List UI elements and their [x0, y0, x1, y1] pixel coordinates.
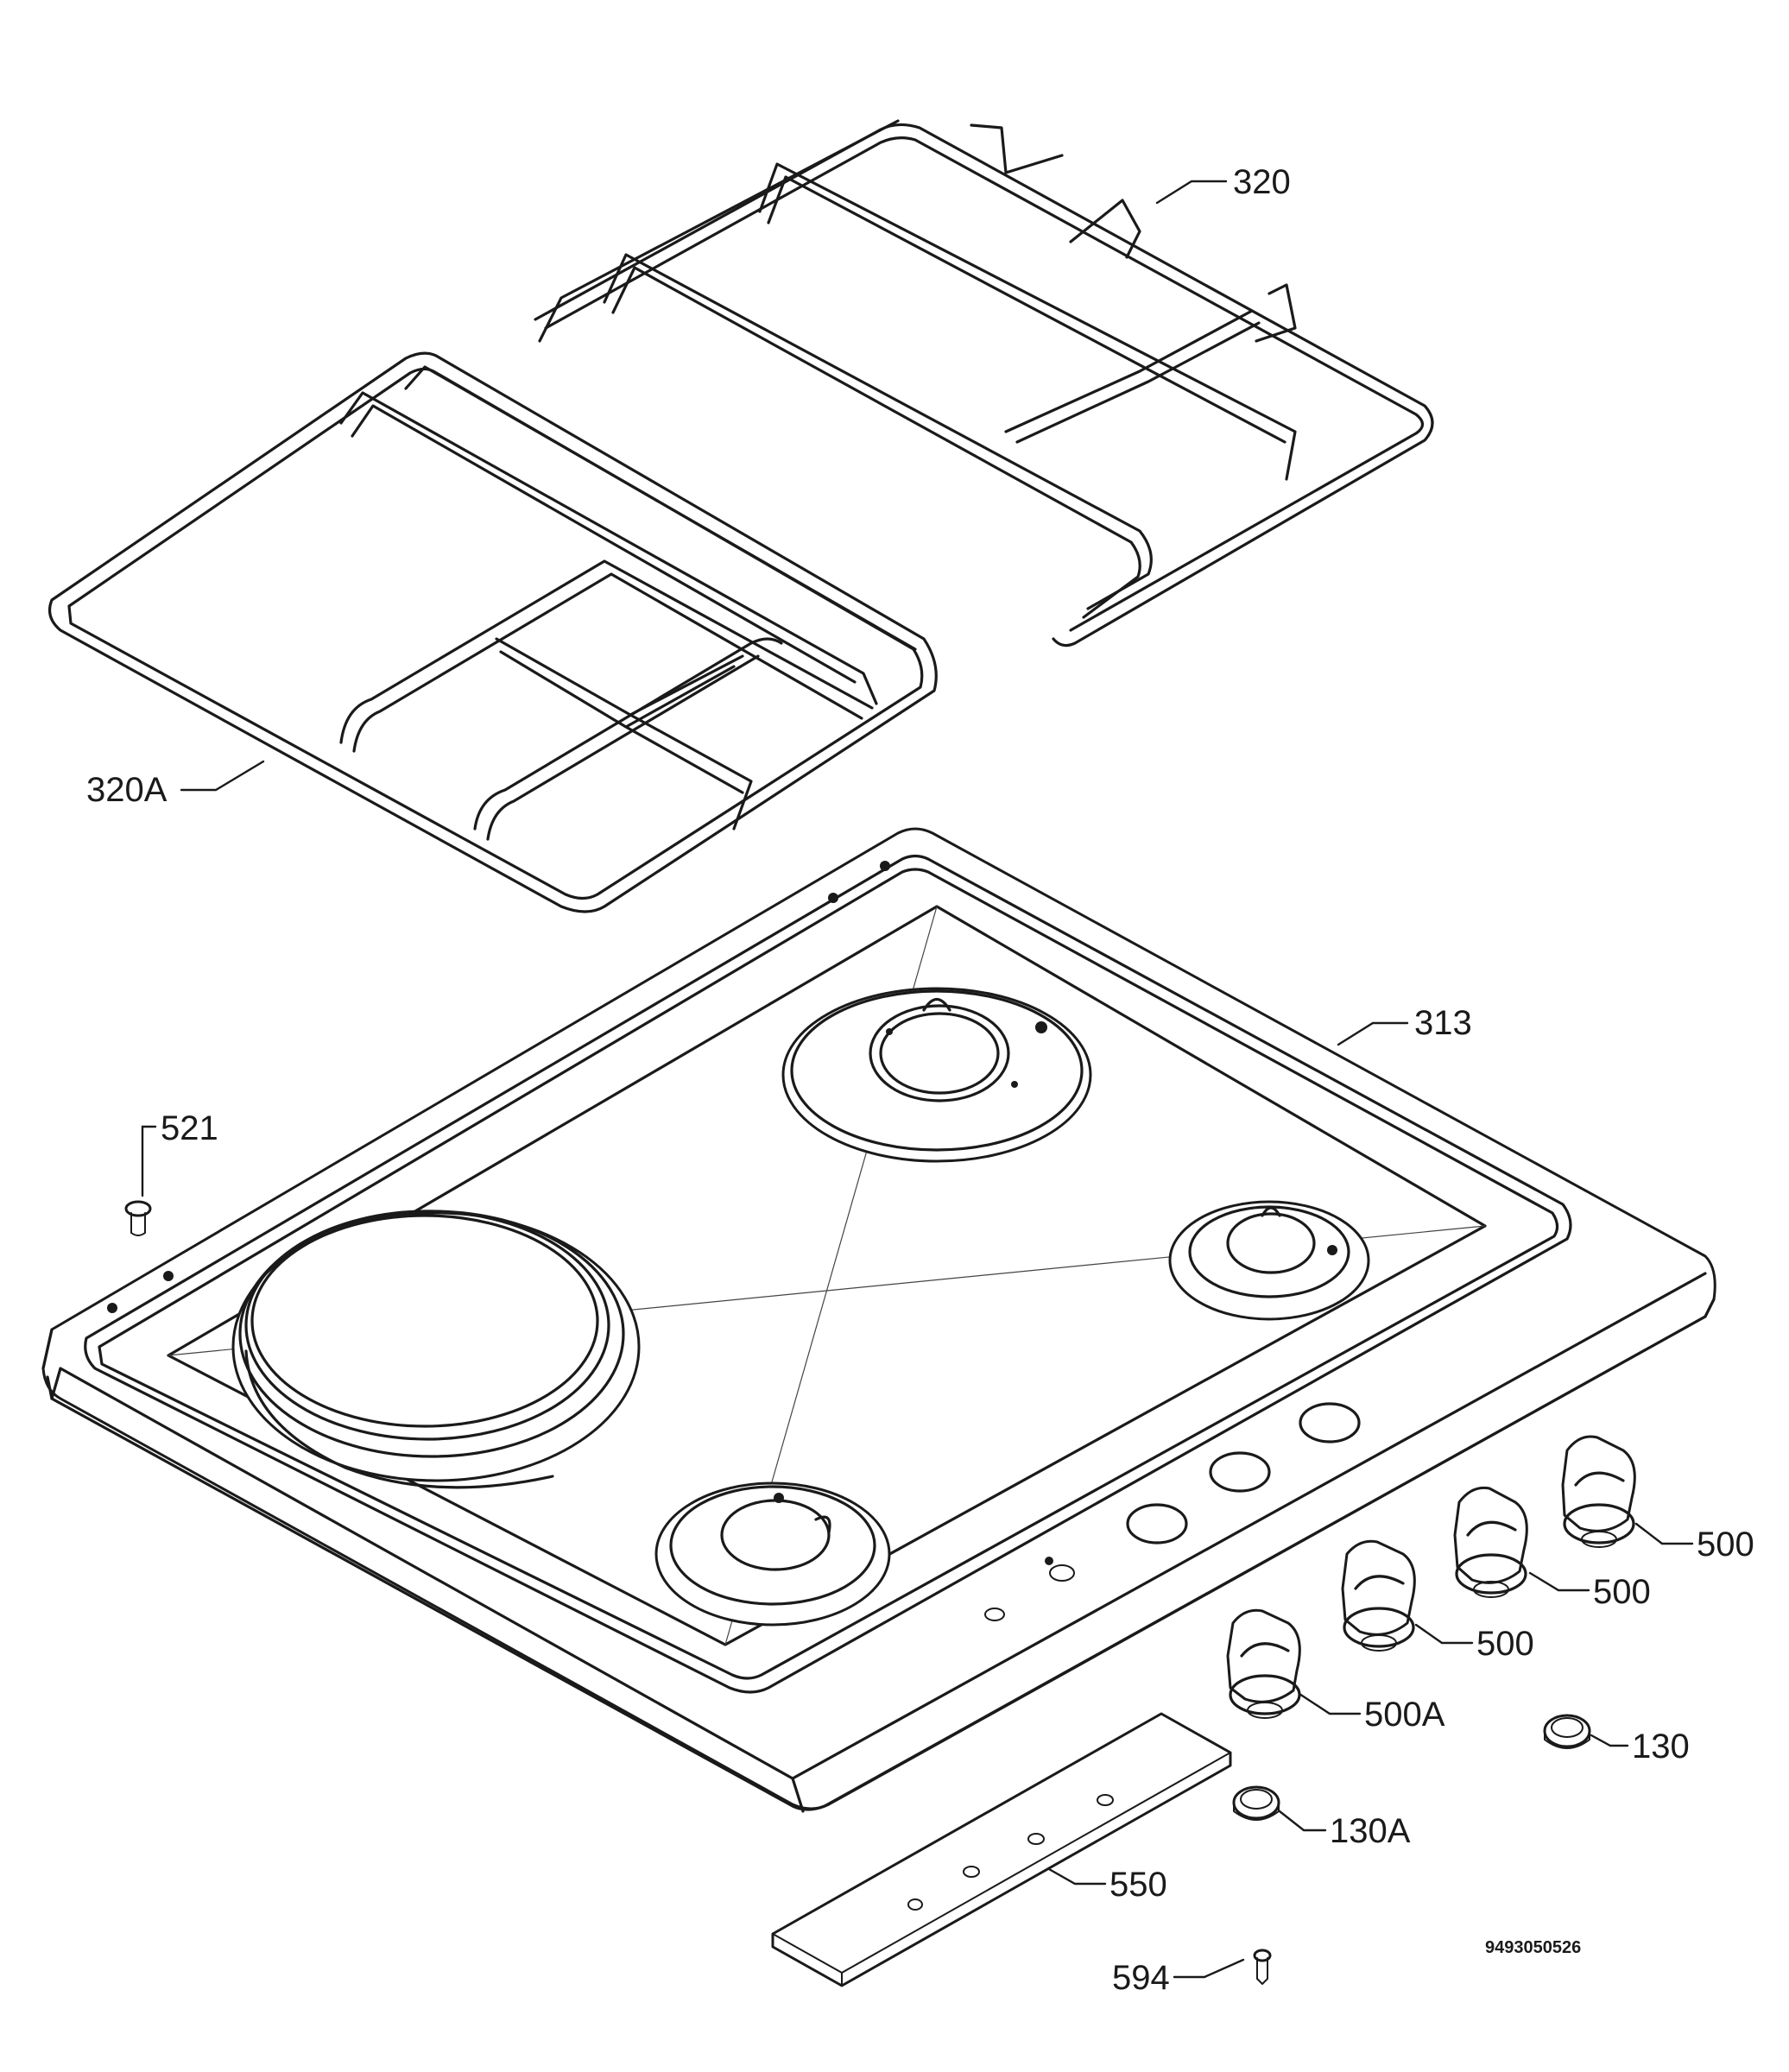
label-594: 594	[1112, 1959, 1170, 1997]
label-521: 521	[161, 1109, 218, 1147]
pan-support-320	[534, 119, 1434, 648]
bezel-130A	[1232, 1785, 1280, 1821]
control-strip-550	[771, 1712, 1232, 1987]
fixing-pin-594	[1253, 1949, 1272, 1985]
callout-labels: 320 320A 313 521 500 500 500 500A 130 13…	[86, 163, 1754, 1997]
label-500-middle: 500	[1593, 1573, 1651, 1611]
leader-lines	[141, 180, 1694, 1979]
knob-500-front	[1341, 1539, 1416, 1652]
screw-521	[124, 1200, 152, 1236]
label-313: 313	[1414, 1004, 1472, 1042]
label-320: 320	[1233, 163, 1291, 201]
large-burner-rear	[781, 987, 1092, 1163]
knob-500-middle	[1453, 1486, 1528, 1598]
label-500A: 500A	[1364, 1696, 1445, 1734]
knob-500A	[1226, 1608, 1301, 1719]
label-550: 550	[1109, 1866, 1167, 1904]
label-500-front: 500	[1476, 1625, 1534, 1663]
bezel-130	[1543, 1714, 1591, 1749]
label-130A: 130A	[1330, 1812, 1411, 1850]
document-id: 9493050526	[1485, 1938, 1581, 1957]
control-holes	[984, 1402, 1361, 1621]
label-500-rear: 500	[1697, 1526, 1754, 1563]
hob-top-313	[41, 827, 1716, 1813]
auxiliary-burner-front	[654, 1481, 891, 1627]
small-burner-right	[1168, 1200, 1370, 1321]
label-320A: 320A	[86, 771, 168, 809]
label-130: 130	[1632, 1728, 1690, 1766]
pan-support-320A	[48, 351, 938, 913]
knob-500-rear	[1561, 1435, 1636, 1548]
hotplate-left	[231, 1210, 641, 1489]
